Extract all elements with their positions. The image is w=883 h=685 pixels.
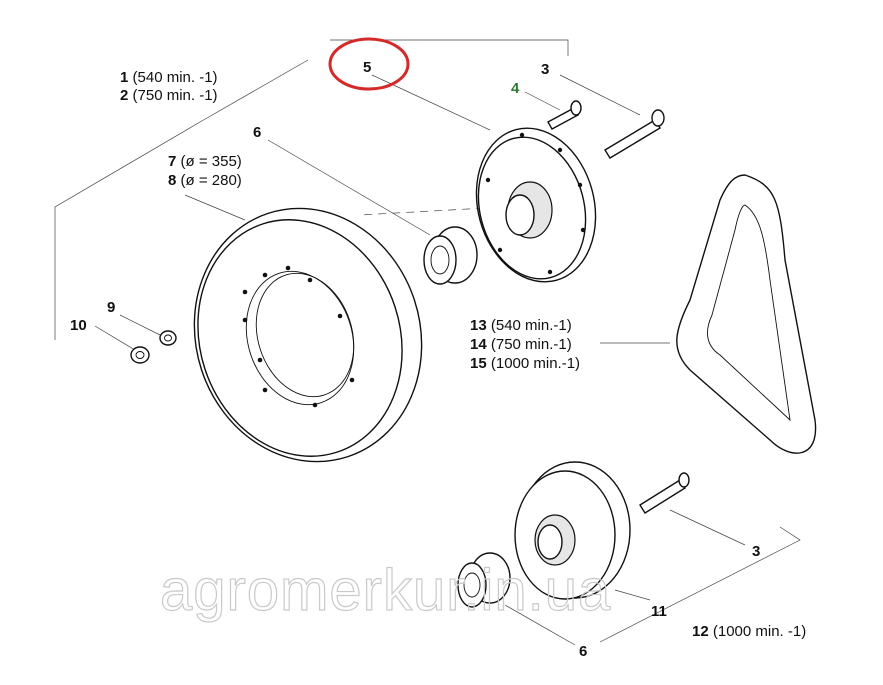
label-1: 1 (540 min. -1) [120,69,218,86]
flywheel-pulley [193,207,423,463]
label-14: 14 (750 min.-1) [470,336,572,353]
flange-hub-plate [475,127,597,283]
taper-bush-lower [457,552,511,608]
label-3-upper: 3 [541,61,549,78]
label-13: 13 (540 min.-1) [470,317,572,334]
label-10: 10 [70,317,87,334]
taper-bush-upper [423,226,478,285]
nut [130,346,150,364]
label-2: 2 (750 min. -1) [120,87,218,104]
highlight-circle [328,37,410,91]
label-11: 11 [651,603,667,620]
short-bolt [547,100,582,130]
small-pulley [514,461,631,600]
watermark: agromerkur.in.ua [160,558,611,623]
label-6-lower: 6 [579,643,587,660]
label-8: 8 (ø = 280) [168,172,242,189]
v-belt [676,174,817,454]
label-6-upper: 6 [253,124,261,141]
part-labels: 1 (540 min. -1) 2 (750 min. -1) 3 4 5 6 … [70,59,806,660]
label-3-lower: 3 [752,543,760,560]
label-7: 7 (ø = 355) [168,153,242,170]
label-12: 12 (1000 min. -1) [692,623,806,640]
long-bolt-lower [639,472,690,514]
label-4: 4 [511,80,520,97]
label-5: 5 [363,59,371,76]
label-9: 9 [107,299,115,316]
long-bolt-upper [604,109,665,159]
washer [159,330,177,346]
label-15: 15 (1000 min.-1) [470,355,580,372]
